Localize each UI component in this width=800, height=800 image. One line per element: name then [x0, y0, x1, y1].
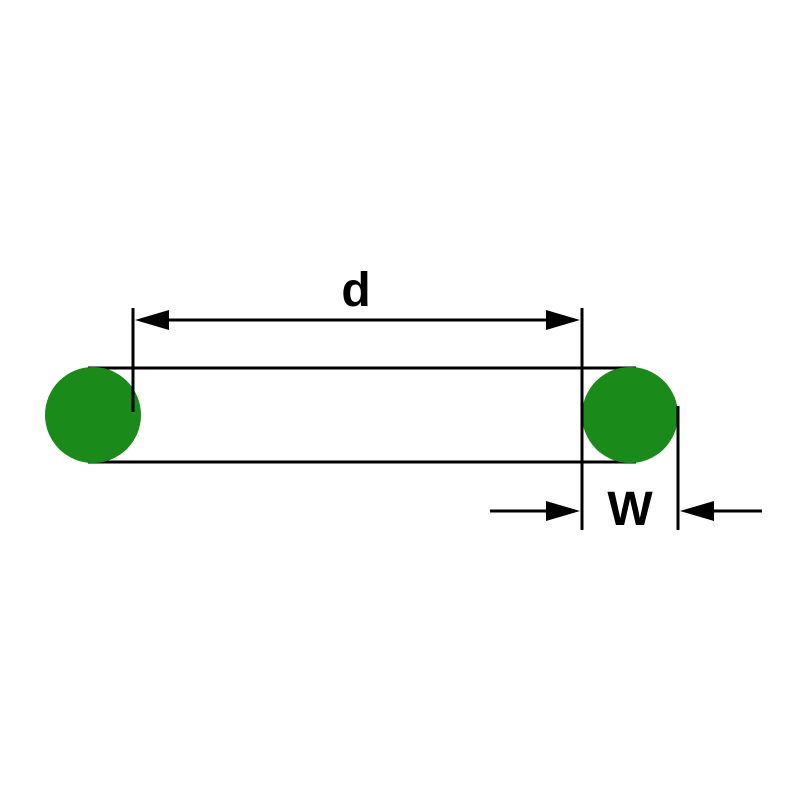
d-left-arrowhead-icon: [135, 310, 169, 330]
cross-section-width-label: W: [607, 483, 653, 536]
d-right-arrowhead-icon: [546, 310, 580, 330]
oring-right-cross-section: [582, 367, 678, 463]
inner-diameter-label: d: [341, 264, 370, 317]
w-right-arrowhead-icon: [680, 501, 714, 521]
oring-left-cross-section: [45, 367, 141, 463]
w-left-arrowhead-icon: [546, 501, 580, 521]
